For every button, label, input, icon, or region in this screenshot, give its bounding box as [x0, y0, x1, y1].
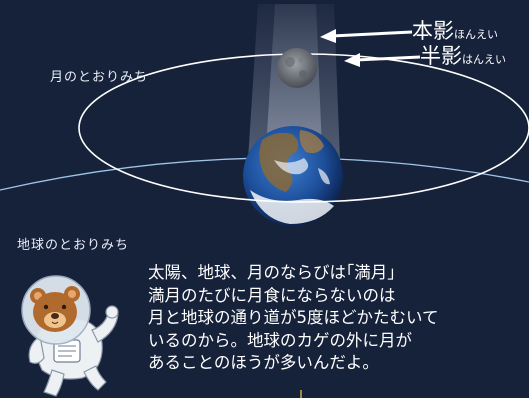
bear-astronaut-icon	[21, 275, 119, 397]
penumbra-arrow	[344, 53, 421, 67]
earth-icon	[243, 126, 343, 226]
penumbra-text: 半影	[420, 44, 462, 68]
umbra-label: 本影ほんえい	[412, 20, 498, 46]
penumbra-label: 半影はんえい	[420, 45, 506, 71]
earth-orbit-label: 地球のとおりみち	[17, 238, 130, 253]
caption-line: 太陽、地球、月のならびは｢満月｣	[148, 263, 396, 282]
umbra-arrow	[320, 29, 413, 43]
umbra-text: 本影	[412, 19, 454, 43]
penumbra-reading: はんえい	[462, 53, 506, 66]
moon-icon	[277, 48, 317, 88]
moon-orbit-label: 月のとおりみち	[50, 70, 149, 85]
caption-line: 満月のたびに月食にならないのは	[148, 285, 396, 305]
caption-line: いるのから。地球のカゲの外に月が	[148, 330, 412, 350]
explanation-caption: 太陽、地球、月のならびは｢満月｣ 満月のたびに月食にならないのは 月と地球の通り…	[148, 262, 528, 375]
caption-line: あることのほうが多いんだよ。	[148, 353, 379, 372]
umbra-reading: ほんえい	[454, 28, 498, 41]
caption-line: 月と地球の通り道が5度ほどかたむいて	[148, 308, 439, 327]
